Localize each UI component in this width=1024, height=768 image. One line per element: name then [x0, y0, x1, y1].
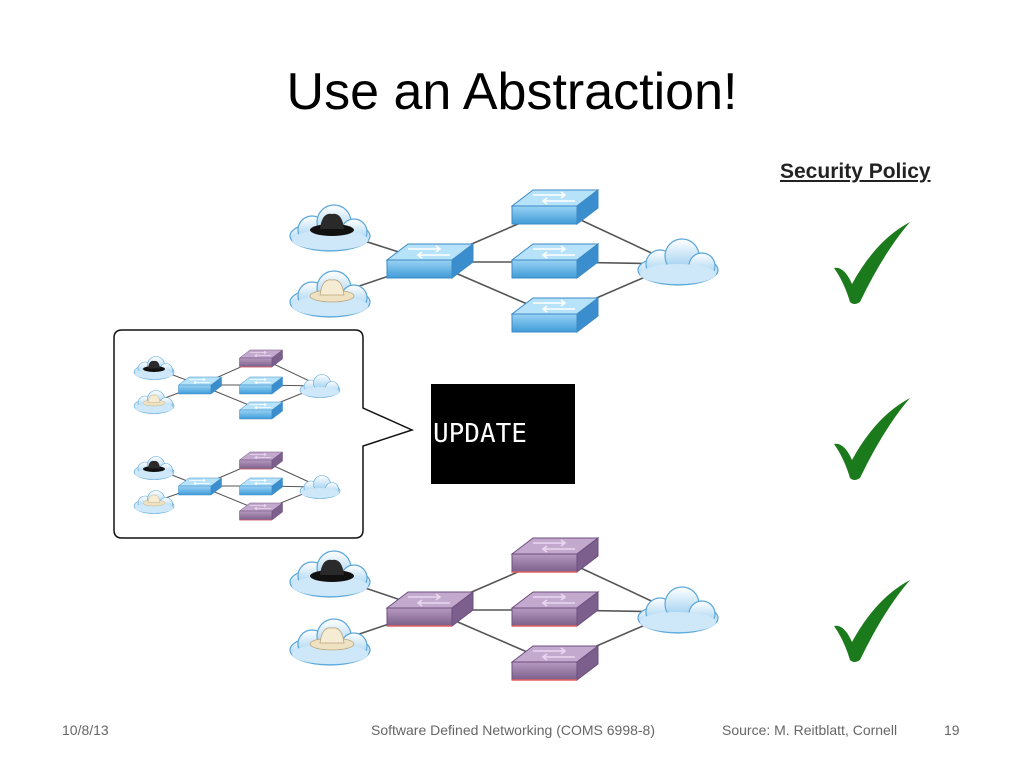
- check-icon-top: [834, 222, 910, 304]
- switch-top-middle: [511, 243, 599, 279]
- switch-top-left: [386, 243, 474, 279]
- footer-date: 10/8/13: [62, 722, 109, 738]
- cloud-bottom-right: [637, 586, 719, 634]
- switch-bottom-middle: [511, 591, 599, 627]
- footer-page-number: 19: [944, 722, 960, 738]
- check-icon-bottom: [834, 580, 910, 662]
- mini-network-2: [133, 451, 341, 521]
- switch-bottom-upper: [511, 537, 599, 573]
- network-top: [329, 207, 676, 317]
- cloud-top-left-2: [289, 270, 371, 318]
- update-label: UPDATE: [431, 384, 575, 484]
- switch-bottom-left: [386, 591, 474, 627]
- security-policy-header: Security Policy: [780, 160, 931, 183]
- switch-top-upper: [511, 189, 599, 225]
- footer-course: Software Defined Networking (COMS 6998-8…: [371, 722, 656, 738]
- check-icon-middle: [834, 398, 910, 480]
- footer-source: Source: M. Reitblatt, Cornell: [722, 722, 898, 738]
- cloud-bottom-left-1: [289, 550, 371, 598]
- network-bottom: [329, 555, 676, 665]
- cloud-top-left-1: [289, 204, 371, 252]
- cloud-bottom-left-2: [289, 618, 371, 666]
- cloud-top-right: [637, 238, 719, 286]
- mini-network-1: [133, 349, 341, 420]
- slide-title: Use an Abstraction!: [286, 63, 738, 121]
